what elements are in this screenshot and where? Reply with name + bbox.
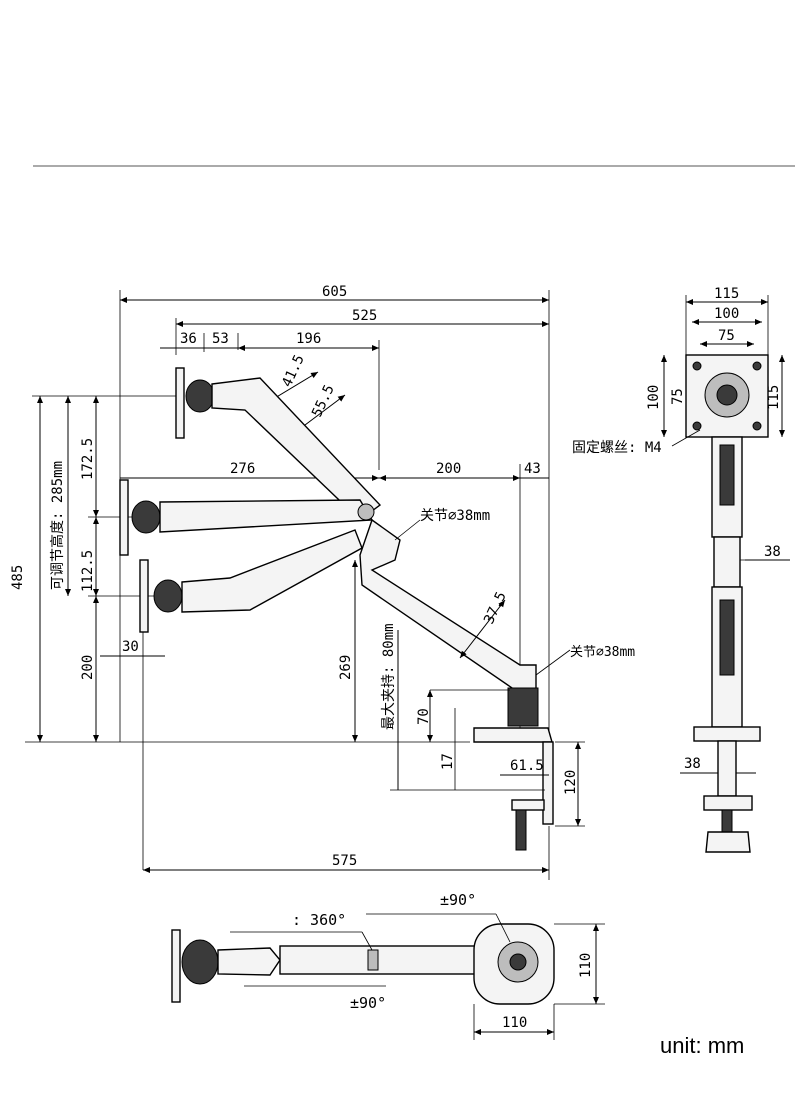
- arm-position-middle: [159, 499, 374, 533]
- dim-43: 43: [524, 461, 541, 477]
- dim-17: 17: [440, 753, 456, 770]
- label-adjust-height: 可调节高度: 285mm: [49, 461, 66, 590]
- front-dim-115: 115: [714, 286, 739, 302]
- arm-position-top: [211, 377, 382, 521]
- front-dim-100: 100: [714, 306, 739, 322]
- front-base: [693, 726, 761, 742]
- dim-485: 485: [10, 565, 26, 590]
- vesa-plate-middle: [119, 479, 129, 556]
- front-view: 115 100 75 100 75 115 固定螺丝: M4 38 38: [572, 286, 790, 853]
- front-dim-h115: 115: [766, 385, 782, 410]
- label-rot-90-top: ±90°: [440, 891, 476, 909]
- dim-196: 196: [296, 331, 321, 347]
- pole: [507, 687, 539, 727]
- dim-200-left: 200: [80, 655, 96, 680]
- top-dim-110-width: 110: [502, 1015, 527, 1031]
- dim-575: 575: [332, 853, 357, 869]
- desk-base: [473, 727, 553, 743]
- label-screw: 固定螺丝: M4: [572, 440, 662, 456]
- front-dim-75: 75: [718, 328, 735, 344]
- arm-position-bottom: [181, 529, 363, 613]
- elbow-joint: [357, 503, 375, 521]
- front-dim-h100: 100: [646, 385, 662, 410]
- dim-70: 70: [416, 708, 432, 725]
- clamp-screw: [515, 809, 527, 851]
- dim-37-5: 37.5: [481, 589, 510, 626]
- dim-605: 605: [322, 284, 347, 300]
- dim-120: 120: [563, 770, 579, 795]
- dim-61-5: 61.5: [510, 758, 544, 774]
- top-dim-110-height: 110: [578, 953, 594, 978]
- label-joint-lower: 关节⌀38mm: [570, 645, 635, 660]
- dim-36: 36: [180, 331, 197, 347]
- clamp-body: [542, 741, 554, 825]
- label-max-clamp: 最大夹持: 80mm: [381, 623, 397, 730]
- dim-525: 525: [352, 308, 377, 324]
- dim-41-5: 41.5: [279, 352, 308, 389]
- dim-112-5: 112.5: [80, 550, 96, 592]
- top-vesa-plate: [171, 929, 181, 1003]
- side-view: 605 525 36 53 196 41.5 55.5 276 200 43 4…: [10, 284, 635, 880]
- dim-55-5: 55.5: [309, 382, 338, 419]
- dim-172-5: 172.5: [80, 438, 96, 480]
- label-joint-upper: 关节⌀38mm: [420, 508, 490, 524]
- dim-276: 276: [230, 461, 255, 477]
- vesa-plate-bottom: [139, 559, 149, 633]
- vesa-plate-top: [175, 367, 185, 439]
- front-dim-h75: 75: [670, 388, 686, 405]
- front-clamp-knob: [705, 831, 751, 853]
- dim-30: 30: [122, 639, 139, 655]
- dim-200-top: 200: [436, 461, 461, 477]
- label-rot-90-bottom: ±90°: [350, 994, 386, 1012]
- dim-53: 53: [212, 331, 229, 347]
- front-dim-38-mid: 38: [764, 544, 781, 560]
- clamp-plate: [511, 799, 545, 811]
- front-dim-38-low: 38: [684, 756, 701, 772]
- label-rot-360: : 360°: [292, 911, 346, 929]
- dim-269: 269: [338, 655, 354, 680]
- unit-label: unit: mm: [660, 1033, 745, 1058]
- top-arm-head: [217, 947, 281, 976]
- top-view: : 360° ±90° ±90° 110 110: [171, 891, 605, 1040]
